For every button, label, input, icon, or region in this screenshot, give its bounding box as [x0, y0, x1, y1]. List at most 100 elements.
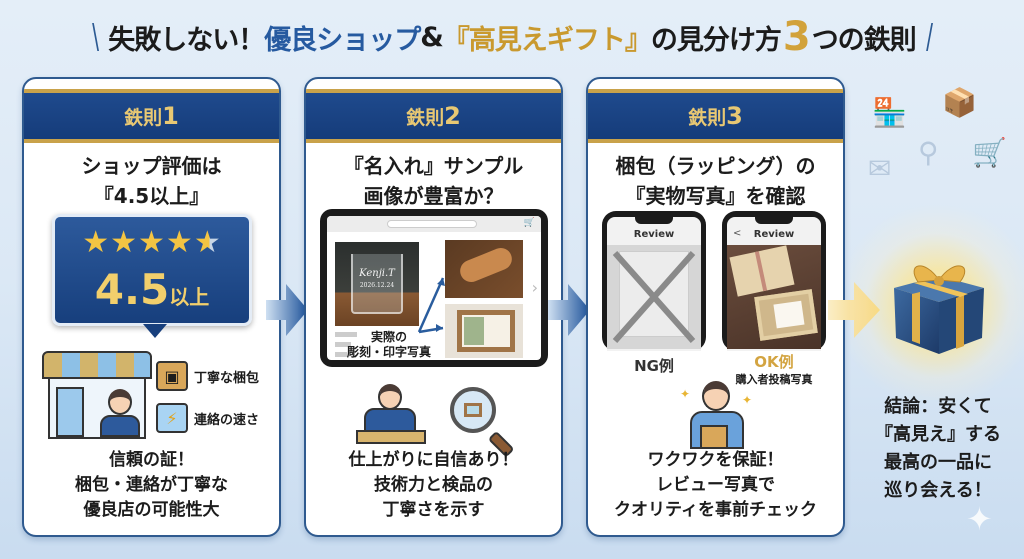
card-footer-line: 丁寧さを示す — [382, 500, 485, 520]
card-header: 鉄則 3 — [588, 89, 843, 143]
star-rating-icon: ★★★★★ — [55, 225, 249, 260]
message-card — [773, 300, 805, 329]
rating-number: 4.5 — [94, 265, 170, 314]
flow-arrow-icon — [266, 284, 308, 336]
review-header: Review — [753, 229, 795, 240]
package-icon: 📦 — [942, 86, 977, 119]
plastic-bag-photo — [607, 245, 701, 349]
card-footer-line: 仕上がりに自信あり！ — [348, 450, 519, 470]
gift-box-icon — [894, 265, 984, 354]
title-part2: 優良ショップ — [264, 24, 421, 56]
cross-mark-icon — [612, 251, 696, 343]
card-header-number: 3 — [726, 102, 743, 130]
gift-box-photo — [727, 245, 821, 349]
clerk-icon — [100, 389, 140, 439]
conclusion-line: 結論：安くて — [884, 396, 992, 417]
craftsman-body — [364, 408, 416, 434]
card-title-line: 『4.5以上』 — [93, 184, 210, 208]
card-footer: 仕上がりに自信あり！ 技術力と検品の 丁寧さを示す — [306, 448, 561, 523]
rule-card-2: 鉄則 2 『名入れ』サンプル 画像が豊富か？ 🛒 Kenji.T 2026.12… — [304, 77, 563, 537]
full-stars: ★★★★ — [82, 225, 194, 260]
craftsman-icon — [356, 384, 426, 448]
back-icon[interactable]: < — [733, 228, 742, 239]
card-title-line: 『実物写真』を確認 — [625, 184, 806, 208]
half-star: ★ — [193, 225, 222, 260]
tablet-illustration: 🛒 Kenji.T 2026.12.24 › 実際の 彫刻・印字写真 — [320, 209, 548, 367]
phone-screen: < Review — [727, 217, 821, 351]
glass-engraving: Kenji.T 2026.12.24 — [353, 268, 401, 292]
gift-box-base — [754, 289, 818, 341]
chevron-right-icon[interactable]: › — [531, 278, 538, 297]
rating-suffix: 以上 — [169, 285, 210, 309]
work-board — [356, 430, 426, 444]
card-footer: 信頼の証！ 梱包・連絡が丁寧な 優良店の可能性大 — [24, 448, 279, 523]
title-right-slash: / — [925, 17, 933, 57]
card-footer-line: 信頼の証！ — [109, 450, 194, 470]
feature-label: 丁寧な梱包 — [194, 370, 260, 386]
gift-icon — [700, 425, 728, 449]
card-title: ショップ評価は 『4.5以上』 — [24, 151, 279, 211]
review-header: Review — [633, 229, 675, 240]
conclusion-line: 巡り会える！ — [884, 480, 992, 501]
conclusion-line: 最高の一品に — [884, 452, 992, 473]
card-footer: ワクワクを保証！ レビュー写真で クオリティを事前チェック — [588, 448, 843, 523]
photo-frame-photo — [445, 304, 523, 358]
ok-label: OK例 — [754, 353, 794, 371]
card-title-line: 『名入れ』サンプル — [343, 154, 524, 178]
card-header-number: 1 — [162, 102, 179, 130]
glass-icon: Kenji.T 2026.12.24 — [351, 254, 403, 314]
caption-line: 彫刻・印字写真 — [347, 345, 432, 359]
card-footer-line: レビュー写真で — [656, 475, 775, 495]
phone-ng-example: Review — [602, 211, 706, 351]
title-number: 3 — [782, 14, 811, 60]
clerk-body — [100, 415, 140, 437]
rating-badge: ★★★★★ 4.5以上 — [52, 214, 252, 338]
flow-arrow-icon — [548, 284, 590, 336]
card-header-label: 鉄則 — [688, 106, 727, 129]
engraving-name: Kenji.T — [359, 268, 395, 279]
title-part4: 『高見えギフト』 — [442, 24, 652, 56]
card-header-number: 2 — [444, 102, 461, 130]
browser-bar: 🛒 — [327, 216, 541, 232]
phone-ok-example: < Review — [722, 211, 826, 351]
sparkle-icon: ✦ — [966, 500, 993, 538]
title-part3: & — [420, 21, 444, 53]
engraving-date: 2026.12.24 — [359, 282, 395, 289]
ng-label: NG例 — [634, 357, 674, 375]
card-header-label: 鉄則 — [406, 106, 445, 129]
lightning-chat-icon: ⚡ — [156, 403, 188, 433]
rating-value: 4.5以上 — [55, 265, 249, 314]
card-header-label: 鉄則 — [124, 106, 163, 129]
magnifier-icon — [450, 387, 496, 433]
caption-line: 実際の — [371, 330, 408, 344]
sparkle-icon: ✦ — [680, 387, 691, 401]
card-title-line: 梱包（ラッピング）の — [615, 154, 816, 178]
rule-card-3: 鉄則 3 梱包（ラッピング）の 『実物写真』を確認 Review NG例 < R… — [586, 77, 845, 537]
door-icon — [56, 387, 84, 437]
envelope-icon: ✉ — [868, 152, 892, 185]
pen-case-icon — [456, 244, 516, 286]
title-part1: 失敗しない！ — [108, 24, 265, 56]
card-footer-line: ワクワクを保証！ — [647, 450, 784, 470]
photo-caption: 実際の 彫刻・印字写真 — [347, 330, 431, 360]
feature-label: 連絡の速さ — [194, 412, 260, 428]
frame-icon — [457, 310, 515, 352]
happy-customer-icon: ✦ ✦ — [670, 379, 760, 451]
card-header: 鉄則 2 — [306, 89, 561, 143]
craftsman-head — [378, 384, 402, 410]
card-title: 梱包（ラッピング）の 『実物写真』を確認 — [588, 151, 843, 211]
gift-box-lid — [729, 245, 795, 297]
page-title: \ 失敗しない！ 優良ショップ & 『高見えギフト』 の見分け方 3 つの鉄則 … — [0, 8, 1024, 66]
shop-icon: 🏪 — [872, 96, 907, 129]
sparkle-icon: ✦ — [742, 393, 753, 407]
rule-card-1: 鉄則 1 ショップ評価は 『4.5以上』 ★★★★★ 4.5以上 ▣ 丁寧な梱包… — [22, 77, 281, 537]
clerk-head — [108, 389, 132, 415]
card-title-line: ショップ評価は — [81, 154, 222, 178]
card-footer-line: 梱包・連絡が丁寧な — [75, 475, 228, 495]
tablet-screen: 🛒 Kenji.T 2026.12.24 › 実際の 彫刻・印字写真 — [327, 216, 541, 360]
phone-screen: Review — [607, 217, 701, 351]
package-icon: ▣ — [156, 361, 188, 391]
ok-sublabel: 購入者投稿写真 — [735, 373, 813, 386]
title-part5: の見分け方 — [650, 24, 782, 56]
pointer-arrow-icon — [417, 277, 445, 334]
